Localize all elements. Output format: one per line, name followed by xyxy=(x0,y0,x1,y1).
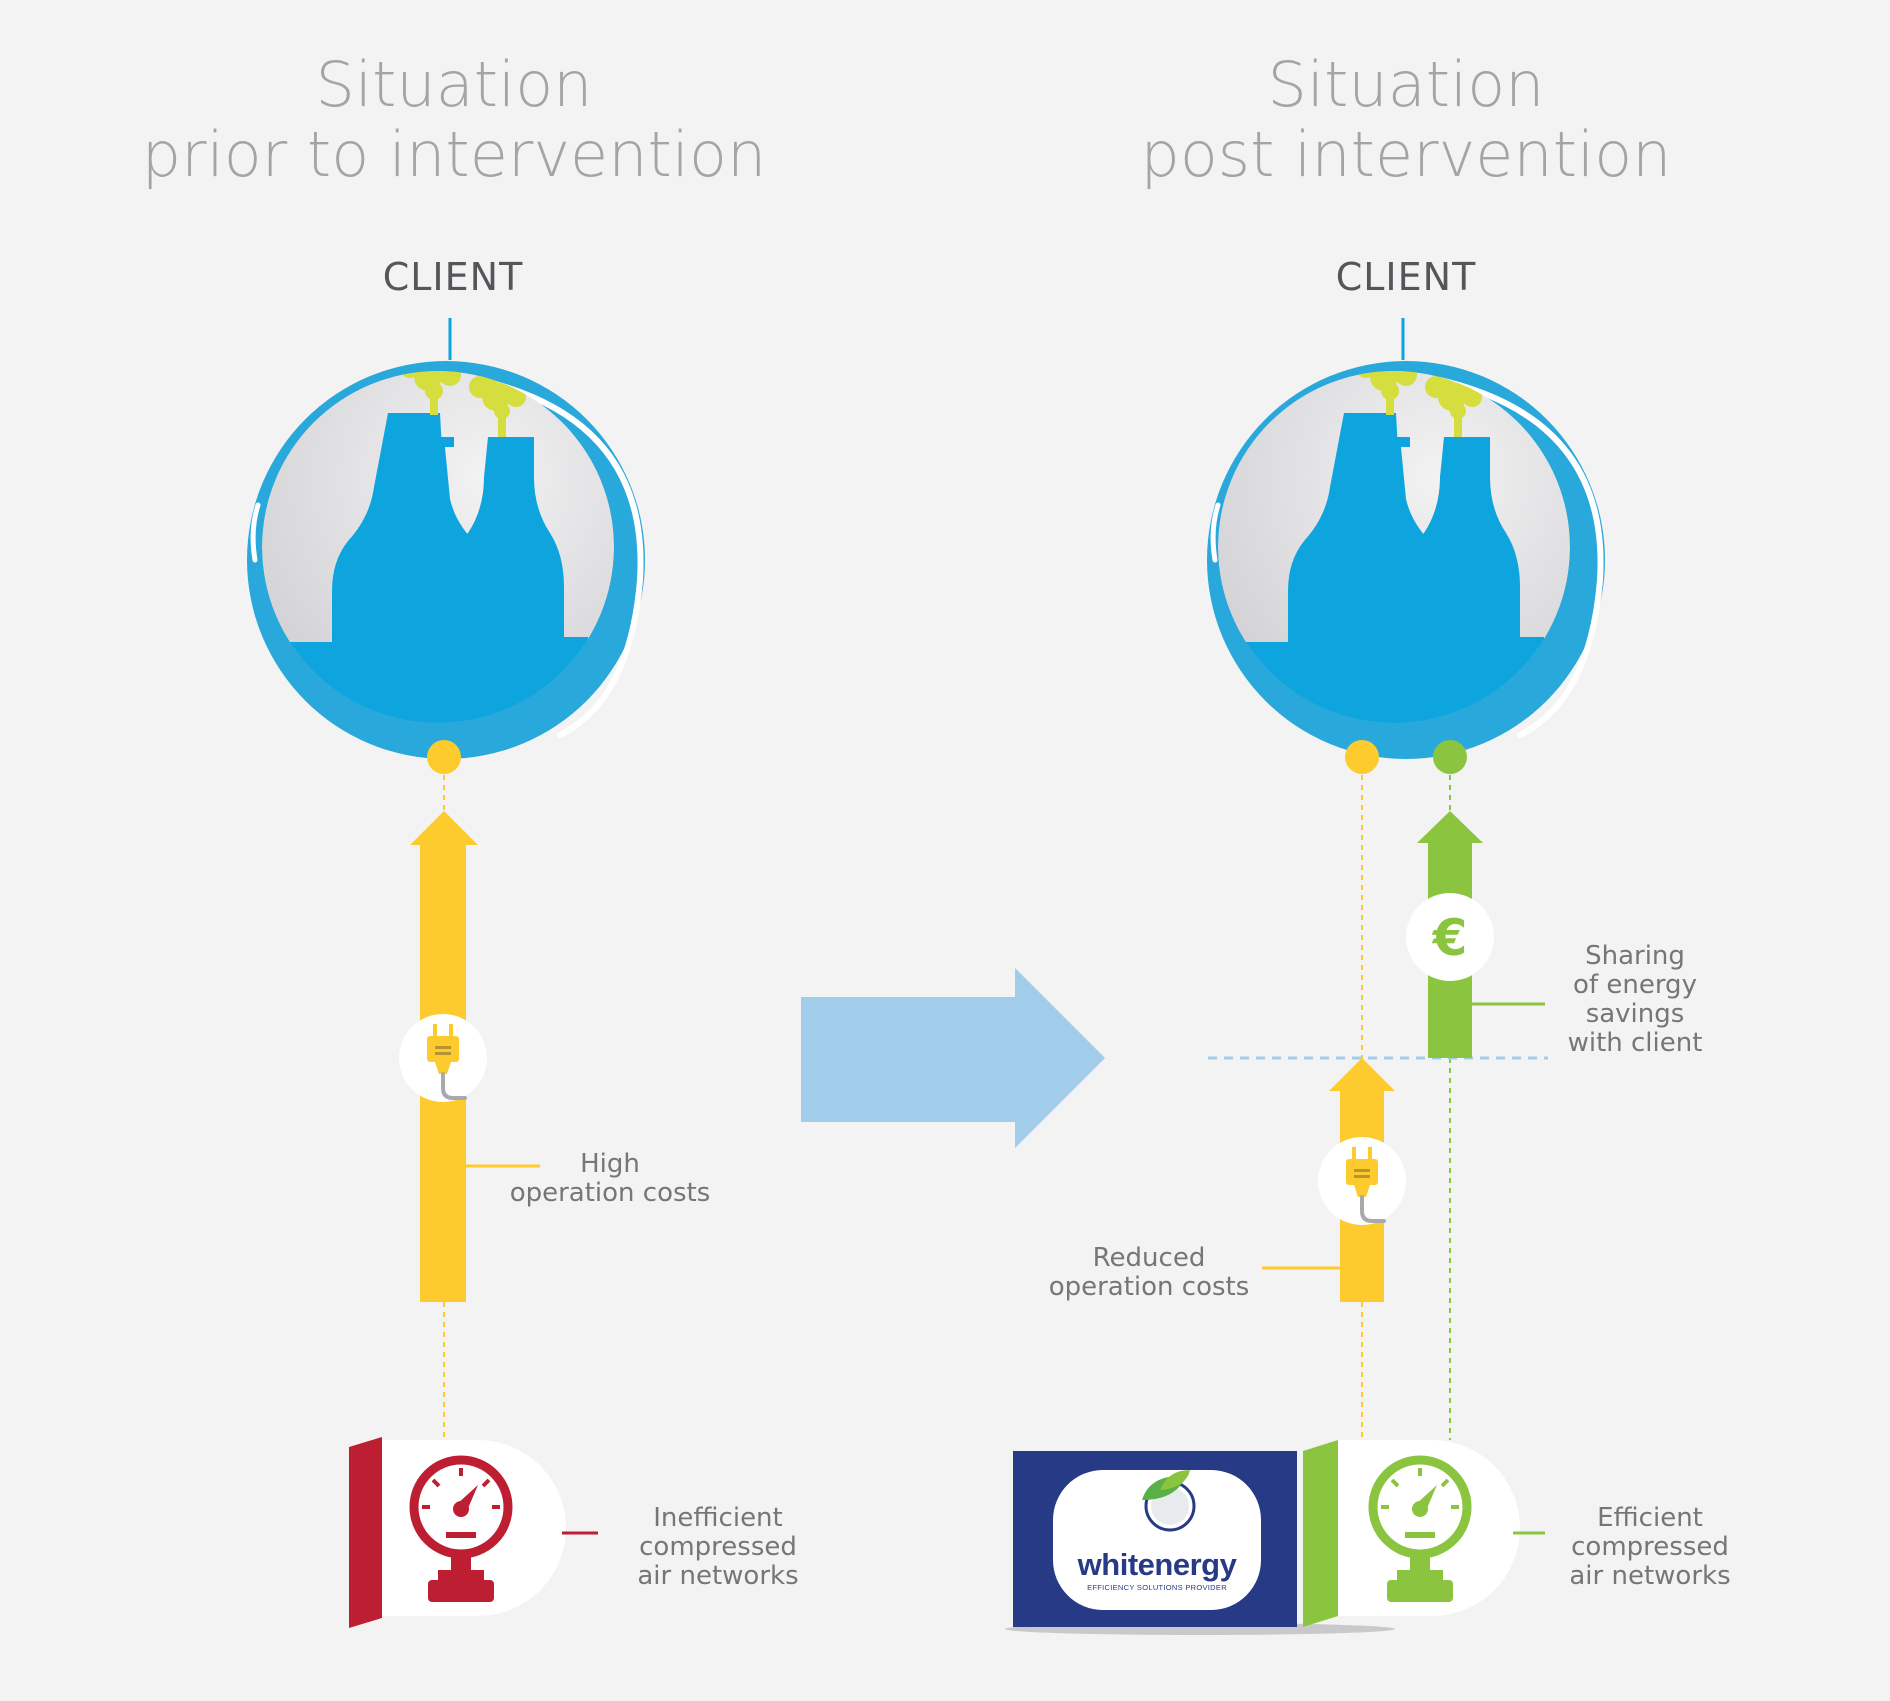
euro-icon: € xyxy=(1406,893,1494,981)
client-input-dot-savings xyxy=(1433,740,1467,774)
before-panel xyxy=(247,318,645,1628)
power-plug-icon xyxy=(397,1012,489,1104)
after-title: Situation post intervention xyxy=(1140,48,1672,191)
client-sphere xyxy=(1207,361,1605,774)
brand-tagline: EFFICIENCY SOLUTIONS PROVIDER xyxy=(1087,1583,1227,1592)
client-input-dot-cost xyxy=(1345,740,1379,774)
power-plug-icon xyxy=(1316,1135,1408,1227)
high-cost-label: High operation costs xyxy=(509,1149,711,1208)
efficient-gauge-card xyxy=(1303,1440,1521,1627)
pressure-gauge-icon xyxy=(409,1455,513,1602)
savings-sharing-label: Sharing of energy savings with client xyxy=(1567,941,1703,1058)
before-title: Situation prior to intervention xyxy=(141,48,767,191)
leaf-globe-icon xyxy=(1142,1470,1196,1532)
before-client-label: CLIENT xyxy=(382,255,524,299)
whitenergy-logo-card xyxy=(1005,1451,1395,1635)
efficient-network-label: Efficient compressed air networks xyxy=(1569,1503,1731,1591)
inefficient-gauge-card xyxy=(349,1437,566,1628)
client-input-dot xyxy=(427,740,461,774)
pressure-gauge-icon xyxy=(1368,1455,1472,1602)
after-client-label: CLIENT xyxy=(1335,255,1477,299)
euro-symbol: € xyxy=(1432,909,1468,967)
client-sphere xyxy=(247,361,645,774)
reduced-cost-label: Reduced operation costs xyxy=(1048,1243,1250,1302)
after-panel: € xyxy=(1005,318,1605,1635)
inefficient-network-label: Inefficient compressed air networks xyxy=(637,1503,799,1591)
transition-arrow xyxy=(801,968,1105,1148)
brand-name: whitenergy xyxy=(1077,1547,1237,1582)
